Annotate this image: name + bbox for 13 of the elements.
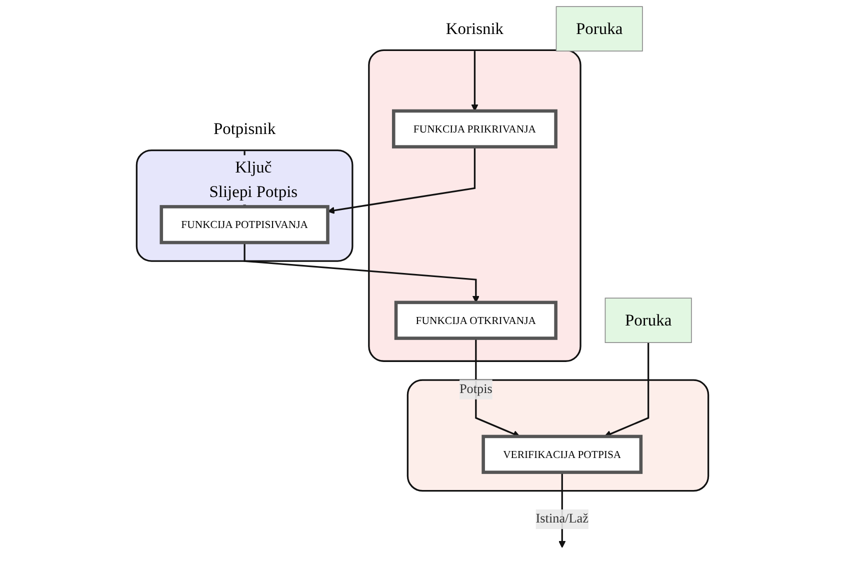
node-box: FUNKCIJA POTPISIVANJA — [160, 205, 330, 244]
arrow — [471, 51, 478, 112]
node-box: Poruka — [604, 298, 692, 343]
arrow — [244, 242, 480, 303]
node-text: Potpisnik — [213, 120, 276, 138]
node-box: FUNKCIJA PRIKRIVANJA — [392, 109, 558, 148]
node-box: VERIFIKACIJA POTPISA — [482, 434, 643, 474]
arrow — [327, 146, 476, 214]
edge-label: Istina/Laž — [536, 512, 588, 526]
node-text: Korisnik — [446, 20, 504, 38]
edge-label: Potpis — [459, 382, 492, 396]
node-box: FUNKCIJA OTKRIVANJA — [394, 300, 558, 340]
node-box: Poruka — [556, 6, 643, 52]
